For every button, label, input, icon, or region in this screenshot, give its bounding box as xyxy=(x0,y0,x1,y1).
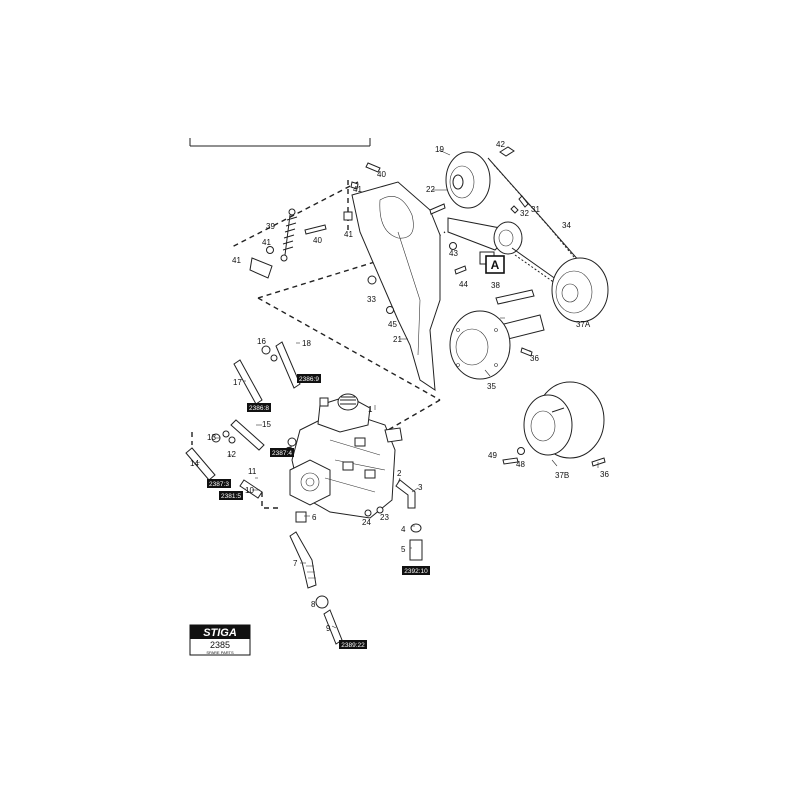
ref-2387-3: 2387:3 xyxy=(209,481,229,488)
label-15: 15 xyxy=(262,420,271,429)
label-19: 19 xyxy=(435,145,444,154)
label-10: 10 xyxy=(245,486,254,495)
ref-2386-9: 2386:9 xyxy=(299,376,319,383)
label-11: 11 xyxy=(248,467,257,476)
ref-2386-8: 2386:8 xyxy=(249,405,269,412)
tension-spring xyxy=(280,208,298,262)
label-37b: 37B xyxy=(555,471,569,480)
label-16: 16 xyxy=(257,337,266,346)
hoses-bottom xyxy=(289,479,423,645)
label-37a: 37A xyxy=(576,320,591,329)
ref-2389-22: 2389:22 xyxy=(341,642,365,649)
label-1: 1 xyxy=(368,405,373,414)
label-36b: 36 xyxy=(600,470,609,479)
stiga-logo: STIGA xyxy=(203,627,237,639)
label-9: 9 xyxy=(326,624,331,633)
leader-lines xyxy=(195,149,599,629)
stiga-logo-block: STIGA 2385 SPARE PARTS xyxy=(189,624,251,656)
mounting-bracket xyxy=(351,181,441,391)
label-22: 22 xyxy=(426,185,435,194)
label-49: 49 xyxy=(488,451,497,460)
label-36a: 36 xyxy=(530,354,539,363)
label-14: 14 xyxy=(190,459,199,468)
page-code: 2385 xyxy=(210,640,230,650)
label-42: 42 xyxy=(496,140,505,149)
label-41d: 41 xyxy=(232,256,241,265)
callout-a-label: A xyxy=(491,258,500,272)
label-40b: 40 xyxy=(313,236,322,245)
label-8: 8 xyxy=(311,600,316,609)
label-18: 18 xyxy=(302,339,311,348)
fasteners-top xyxy=(266,146,606,467)
label-45: 45 xyxy=(388,320,397,329)
spare-parts-caption: SPARE PARTS xyxy=(206,650,234,655)
pulley-19 xyxy=(445,151,491,209)
label-40a: 40 xyxy=(377,170,386,179)
frame-corner xyxy=(189,138,371,147)
label-35: 35 xyxy=(487,382,496,391)
label-48: 48 xyxy=(516,460,525,469)
callout-a: A xyxy=(485,255,505,274)
label-41c: 41 xyxy=(262,238,271,247)
small-plate xyxy=(249,257,273,279)
label-44: 44 xyxy=(459,280,468,289)
label-41b: 41 xyxy=(344,230,353,239)
part-labels: 1 2 3 4 5 6 7 8 9 10 11 12 13 14 15 16 1… xyxy=(190,140,609,633)
label-31: 31 xyxy=(531,205,540,214)
label-17: 17 xyxy=(233,378,242,387)
label-6: 6 xyxy=(312,513,317,522)
label-5: 5 xyxy=(401,545,406,554)
label-3: 3 xyxy=(418,483,423,492)
tensioner-arm xyxy=(447,217,523,265)
label-2: 2 xyxy=(397,469,402,478)
label-43: 43 xyxy=(449,249,458,258)
pulley-37a xyxy=(551,257,609,323)
label-7: 7 xyxy=(293,559,298,568)
hydraulic-pump xyxy=(289,393,403,519)
label-24: 24 xyxy=(362,518,371,527)
label-21: 21 xyxy=(393,335,402,344)
label-41a: 41 xyxy=(353,185,362,194)
hoses-left xyxy=(185,341,301,499)
label-4: 4 xyxy=(401,525,406,534)
label-23: 23 xyxy=(380,513,389,522)
label-33: 33 xyxy=(367,295,376,304)
label-34: 34 xyxy=(562,221,571,230)
label-13: 13 xyxy=(207,433,216,442)
label-32: 32 xyxy=(520,209,529,218)
ref-2392-10: 2392:10 xyxy=(404,568,428,575)
drive-belt xyxy=(487,157,584,289)
label-39: 39 xyxy=(266,222,275,231)
label-12: 12 xyxy=(227,450,236,459)
reference-boxes: 2386:9 2386:8 2387:4 2387:3 2381:5 2392:… xyxy=(207,374,430,649)
flange-35 xyxy=(449,310,511,380)
label-38: 38 xyxy=(491,281,500,290)
ref-2381-5: 2381:5 xyxy=(221,493,241,500)
pulley-37b xyxy=(523,381,605,459)
ref-2387-4: 2387:4 xyxy=(272,450,292,457)
